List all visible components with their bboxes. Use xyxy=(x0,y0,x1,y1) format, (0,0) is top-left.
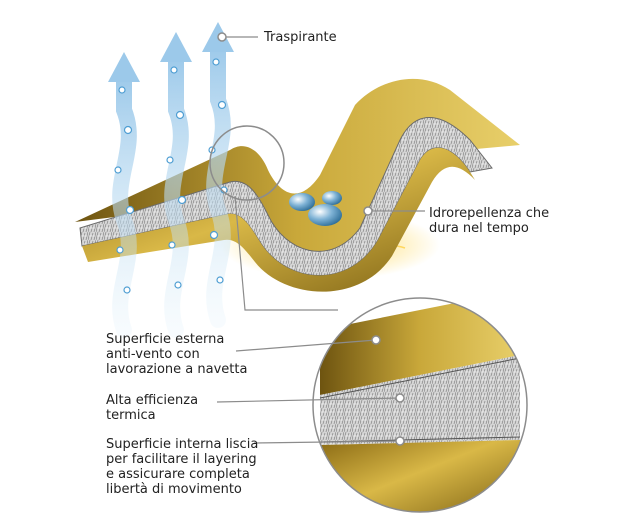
label-idrorepellenza: Idrorepellenza che dura nel tempo xyxy=(429,206,550,236)
breathing-arrows xyxy=(108,22,234,338)
label-superficie-esterna: Superficie esterna anti-vento con lavora… xyxy=(106,332,248,377)
fleece-core xyxy=(79,117,493,276)
label-superficie-interna: Superficie interna liscia per facilitare… xyxy=(106,437,259,497)
fabric-bottom-surface xyxy=(82,147,475,292)
magnifier-circle-icon xyxy=(209,125,285,201)
leader-dots xyxy=(217,32,405,446)
label-traspirante: Traspirante xyxy=(264,30,337,45)
zoom-detail xyxy=(312,297,528,513)
label-alta-efficienza: Alta efficienza termica xyxy=(106,393,199,423)
fabric-top-surface xyxy=(75,78,520,253)
leader-lines xyxy=(216,36,425,444)
water-droplet-icon xyxy=(289,193,315,211)
water-droplets xyxy=(289,191,342,226)
water-droplet-icon xyxy=(308,204,342,226)
breathing-arrow-icon xyxy=(108,52,140,338)
water-droplet-icon xyxy=(322,191,342,205)
breathing-arrow-icon xyxy=(160,32,192,338)
